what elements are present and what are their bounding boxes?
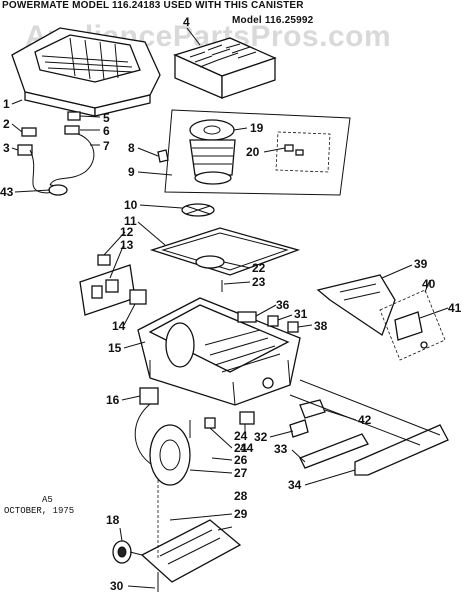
clip-part-32 [289,419,309,438]
clip-part-44 [239,411,255,425]
motor-part-9 [189,139,236,176]
callout-34: 34 [288,478,302,492]
callout-18: 18 [106,513,120,527]
fan-part-19 [189,119,235,141]
switch-part-12 [97,254,111,266]
brush-box [275,131,331,173]
callout-23: 23 [252,275,266,289]
callout-33: 33 [274,442,288,456]
callout-14: 14 [112,319,126,333]
callout-40: 40 [422,277,436,291]
callout-24: 24 [234,429,248,443]
bottom-plate-part-29 [140,519,242,583]
callout-31: 31 [294,307,308,321]
callout-30: 30 [110,579,124,593]
callout-16: 16 [106,393,120,407]
bracket-part-42 [299,399,326,419]
cord-part-7 [49,133,95,186]
latch-part-38 [287,321,299,333]
knob-part-14 [129,289,147,305]
header-title: POWERMATE MODEL 116.24183 USED WITH THIS… [2,0,304,11]
callout-43: 43 [0,185,14,199]
powermate-head [11,27,161,117]
filter-cartridge [173,37,277,99]
callout-7: 7 [103,139,110,153]
gasket-part-11 [149,227,301,276]
callout-39: 39 [414,257,428,271]
callout-6: 6 [103,124,110,138]
motor-assembly-box [164,109,351,196]
filter-part-41 [394,311,423,341]
callout-22: 22 [252,261,266,275]
callout-21: 21 [234,441,248,455]
screw-part-8 [157,149,169,163]
model-number: Model 116.25992 [232,15,314,26]
callout-8: 8 [128,141,135,155]
callout-13: 13 [120,238,134,252]
callout-19: 19 [250,121,264,135]
callout-44: 44 [240,441,254,455]
callout-20: 20 [246,145,260,159]
callout-27: 27 [234,466,248,480]
clip-part-6 [64,125,80,135]
callout-36: 36 [276,298,290,312]
switch-part-3 [17,144,33,156]
canister-body-part-15 [137,297,301,406]
callout-42: 42 [358,413,372,427]
cord-plug-part-16 [139,387,159,405]
callout-26: 26 [234,453,248,467]
callout-38: 38 [314,319,328,333]
callout-10: 10 [124,198,138,212]
cord-reel-part-27 [149,424,191,486]
callout-3: 3 [3,141,10,155]
latch-part-36 [237,311,257,323]
switch-plate-part-2 [21,127,37,137]
handle-part-34 [354,424,449,476]
leader-lines [11,27,449,589]
callout-11: 11 [124,214,137,228]
callout-2: 2 [3,117,10,131]
footnote-date: OCTOBER, 1975 [4,506,75,516]
callout-28: 28 [234,489,248,503]
bumper-part-33 [299,433,369,469]
exhaust-part-39 [316,274,396,337]
clip-part-31 [267,315,279,327]
brush-part-20 [284,144,294,152]
callout-15: 15 [108,341,122,355]
callout-41: 41 [448,301,462,315]
wheel-part-21 [204,417,216,429]
filter-box-part-40 [379,289,446,361]
callout-9: 9 [128,165,135,179]
callout-29: 29 [234,507,248,521]
footnote-code: A5 [42,495,53,505]
callout-5: 5 [103,111,110,125]
callout-labels: 1 2 3 4 5 6 7 8 9 10 11 12 13 14 15 16 1… [0,15,462,593]
connector-part-43 [48,184,68,196]
seal-part-22 [195,255,225,269]
callout-12: 12 [120,225,134,239]
callout-32: 32 [254,430,268,444]
callout-1: 1 [3,97,10,111]
clip-part-5 [67,111,81,121]
callout-4: 4 [183,15,190,29]
